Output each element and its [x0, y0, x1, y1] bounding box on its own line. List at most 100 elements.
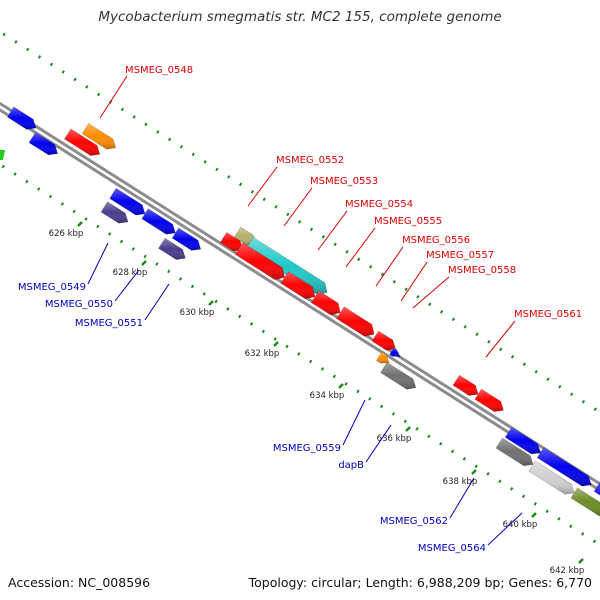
gene-block-blue-shading — [537, 447, 592, 487]
gene-block-blue-shading — [29, 132, 58, 155]
kbp-tick-mark — [141, 260, 147, 266]
gene-msmeg-0553-shading — [245, 237, 328, 295]
kbp-tick-mark — [531, 512, 537, 518]
map-title: Mycobacterium smegmatis str. MC2 155, co… — [98, 9, 502, 25]
gene-msmeg-0557-shading — [336, 306, 375, 337]
gene-msmeg-0551-shading — [158, 238, 186, 260]
label-msmeg-0561-leader — [485, 320, 516, 358]
label-msmeg-0551[interactable]: MSMEG_0551 — [75, 283, 170, 329]
gene-msmeg-0556-shading — [311, 290, 341, 315]
gene-block-blue[interactable] — [171, 227, 202, 251]
gene-block-blue[interactable] — [141, 208, 176, 235]
label-msmeg-0551-leader — [144, 283, 170, 321]
label-msmeg-0556-text: MSMEG_0556 — [402, 235, 470, 246]
gene-msmeg-0561[interactable] — [452, 374, 479, 396]
gene-msmeg-0559[interactable] — [375, 351, 390, 364]
label-msmeg-0550[interactable]: MSMEG_0550 — [45, 269, 140, 310]
label-msmeg-0548[interactable]: MSMEG_0548 — [99, 65, 193, 119]
label-msmeg-0550-text: MSMEG_0550 — [45, 299, 113, 310]
gene-block-blue[interactable] — [536, 447, 592, 487]
label-msmeg-0549[interactable]: MSMEG_0549 — [18, 242, 109, 293]
gene-block-red-shading — [474, 389, 504, 412]
label-msmeg-0564-leader — [487, 512, 523, 546]
gene-block-blue[interactable] — [504, 426, 541, 455]
gene-block-blue[interactable] — [28, 132, 58, 156]
gene-msmeg-0562[interactable] — [495, 437, 534, 467]
inner-tick-track — [0, 162, 600, 547]
gene-block-grey-shading — [528, 461, 575, 495]
gene-msmeg-0549[interactable] — [109, 187, 146, 216]
gene-block-red[interactable] — [474, 388, 504, 412]
kbp-tick-label: 634 kbp — [310, 391, 345, 401]
label-msmeg-0554-leader — [317, 210, 348, 251]
label-msmeg-0559-text: MSMEG_0559 — [273, 443, 341, 454]
gene-msmeg-0548-shading — [82, 123, 116, 150]
label-msmeg-0559-leader — [342, 399, 366, 446]
label-msmeg-0557[interactable]: MSMEG_0557 — [400, 250, 494, 302]
gene-msmeg-0564[interactable] — [570, 487, 600, 517]
gene-msmeg-0559-shading — [376, 352, 390, 364]
gene-block-red-shading — [220, 232, 243, 252]
gene-msmeg-0557[interactable] — [336, 306, 375, 337]
label-msmeg-0554-text: MSMEG_0554 — [345, 199, 413, 210]
label-msmeg-0555-text: MSMEG_0555 — [374, 216, 442, 227]
accession-text: Accession: NC_008596 — [8, 575, 151, 590]
label-msmeg-0551-text: MSMEG_0551 — [75, 318, 143, 329]
gene-block-red-shading — [64, 128, 100, 156]
label-msmeg-0564-text: MSMEG_0564 — [418, 543, 486, 554]
label-msmeg-0553-leader — [283, 187, 313, 227]
label-msmeg-0552[interactable]: MSMEG_0552 — [247, 155, 344, 207]
gene-msmeg-0555[interactable] — [280, 271, 316, 300]
label-msmeg-0553[interactable]: MSMEG_0553 — [283, 176, 378, 227]
gene-msmeg-0551[interactable] — [158, 237, 186, 260]
label-msmeg-0558-leader — [412, 276, 450, 309]
outer-tick-track — [0, 30, 600, 414]
kbp-tick-label: 640 kbp — [503, 520, 538, 530]
gene-block-blue-shading — [505, 427, 541, 454]
kbp-tick-mark — [208, 300, 214, 306]
kbp-tick-mark — [338, 383, 344, 389]
gene-fragment-green[interactable] — [0, 150, 5, 160]
label-dapb-leader — [365, 424, 392, 463]
gene-msmeg-0558[interactable] — [371, 330, 396, 351]
label-msmeg-0558-text: MSMEG_0558 — [448, 265, 516, 276]
gene-msmeg-0550[interactable] — [100, 201, 129, 224]
gene-block-grey[interactable] — [528, 460, 575, 495]
gene-msmeg-0554[interactable] — [234, 242, 285, 280]
kbp-tick-label: 628 kbp — [113, 268, 148, 278]
label-msmeg-0562-text: MSMEG_0562 — [380, 516, 448, 527]
gene-block-blue-shading — [172, 228, 201, 251]
label-msmeg-0558[interactable]: MSMEG_0558 — [412, 265, 516, 309]
label-msmeg-0552-text: MSMEG_0552 — [276, 155, 344, 166]
gene-block-red[interactable] — [64, 128, 101, 156]
label-dapb[interactable]: dapB — [338, 424, 392, 471]
label-msmeg-0548-text: MSMEG_0548 — [125, 65, 193, 76]
kbp-tick-mark — [273, 341, 279, 347]
gene-features — [0, 106, 600, 517]
gene-msmeg-0548[interactable] — [81, 123, 117, 150]
label-msmeg-0559[interactable]: MSMEG_0559 — [273, 399, 366, 454]
label-msmeg-0552-leader — [247, 166, 278, 207]
label-msmeg-0562[interactable]: MSMEG_0562 — [380, 477, 475, 527]
gene-msmeg-0556[interactable] — [310, 290, 341, 316]
kbp-tick-label: 638 kbp — [443, 477, 478, 487]
gene-block-blue[interactable] — [6, 106, 37, 130]
gene-block-blue[interactable] — [389, 347, 401, 357]
gene-msmeg-0549-shading — [109, 188, 145, 216]
gene-msmeg-0558-shading — [372, 331, 396, 351]
label-msmeg-0557-text: MSMEG_0557 — [426, 250, 494, 261]
label-msmeg-0564[interactable]: MSMEG_0564 — [418, 512, 523, 554]
label-msmeg-0554[interactable]: MSMEG_0554 — [317, 199, 413, 251]
label-msmeg-0556-leader — [375, 246, 404, 287]
gene-msmeg-0561-shading — [453, 375, 479, 396]
label-msmeg-0562-leader — [449, 477, 475, 519]
label-msmeg-0561[interactable]: MSMEG_0561 — [485, 309, 582, 358]
gene-dapb[interactable] — [380, 361, 417, 390]
gene-dapb-shading — [380, 362, 416, 390]
label-dapb-text: dapB — [338, 460, 364, 471]
gene-labels: MSMEG_0548MSMEG_0552MSMEG_0553MSMEG_0554… — [18, 65, 582, 554]
label-msmeg-0555[interactable]: MSMEG_0555 — [345, 216, 442, 268]
kbp-tick-mark — [471, 469, 477, 475]
label-msmeg-0556[interactable]: MSMEG_0556 — [375, 235, 470, 287]
